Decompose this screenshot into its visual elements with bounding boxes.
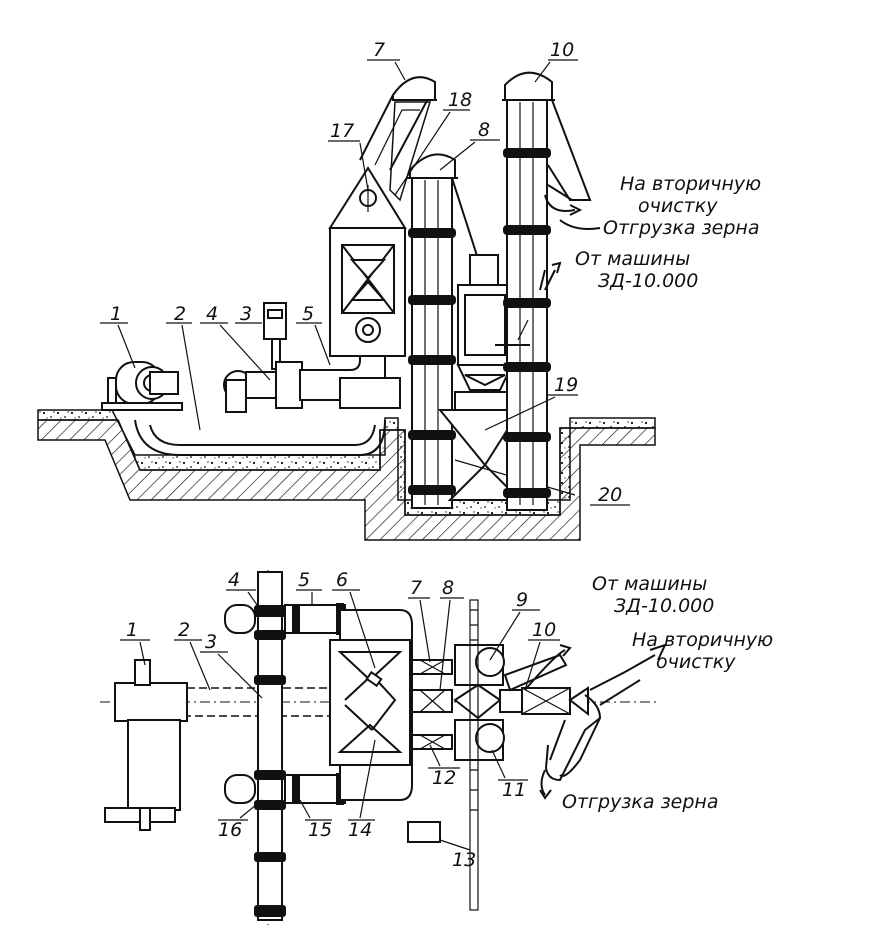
plan-caption-to-secondary: На вторичную [632, 629, 773, 651]
plan-caption-cleaning: очистку [656, 651, 736, 673]
plan-callout-1: 1 [126, 619, 138, 641]
plan-callout-9: 9 [516, 589, 528, 611]
elevator-8 [406, 153, 498, 509]
plan-callout-13: 13 [452, 849, 476, 871]
plan-caption-from-machine: От машины [592, 573, 707, 595]
foundation [37, 409, 656, 541]
plan-pipes-out [524, 643, 667, 800]
plan-distributor [411, 599, 589, 911]
electric-motor [101, 361, 183, 411]
pipe-elbow [299, 354, 401, 409]
callout-19: 19 [554, 374, 578, 396]
callout-1: 1 [110, 303, 122, 325]
callout-18: 18 [448, 89, 472, 111]
plan-callout-4: 4 [228, 569, 240, 591]
callout-4: 4 [206, 303, 218, 325]
plan-callout-16: 16 [218, 819, 242, 841]
plan-callout-11: 11 [502, 779, 526, 801]
callout-8: 8 [478, 119, 490, 141]
plan-callout-2: 2 [178, 619, 190, 641]
caption-cleaning: очистку [638, 195, 718, 217]
plan-leaders [120, 589, 560, 851]
plan-callout-15: 15 [308, 819, 332, 841]
plan-caption-machine-model: ЗД-10.000 [614, 595, 714, 617]
flow-arrows-side [544, 194, 601, 291]
callout-7: 7 [373, 39, 385, 61]
plan-pumps [224, 603, 346, 805]
callout-5: 5 [302, 303, 314, 325]
pump-unit [223, 302, 303, 413]
underground-pipe [134, 419, 386, 456]
plan-callout-12: 12 [432, 767, 456, 789]
aspirator-tower [328, 166, 407, 357]
plan-callout-14: 14 [348, 819, 372, 841]
callout-20: 20 [598, 484, 622, 506]
plan-callout-6: 6 [336, 569, 348, 591]
callout-3: 3 [240, 303, 252, 325]
caption-to-secondary-cleaning: На вторичную [620, 173, 761, 195]
plan-callout-8: 8 [442, 577, 454, 599]
plan-box-13 [407, 821, 441, 843]
plan-callout-5: 5 [298, 569, 310, 591]
callout-17: 17 [330, 120, 354, 142]
plan-caption-grain-shipment: Отгрузка зерна [562, 791, 719, 813]
caption-from-machine: От машины [575, 248, 690, 270]
caption-machine-model: ЗД-10.000 [598, 270, 698, 292]
plan-view: 4 5 6 7 8 9 1 2 3 10 12 11 16 15 14 13 О… [100, 569, 773, 925]
plan-callout-3: 3 [205, 631, 217, 653]
side-view: 1 2 4 3 5 17 7 18 8 10 19 20 На вторичну… [37, 39, 761, 541]
caption-grain-shipment: Отгрузка зерна [603, 217, 760, 239]
plan-callout-10: 10 [532, 619, 556, 641]
elevator-10 [495, 71, 592, 511]
plan-aspirator [329, 609, 413, 801]
callout-10: 10 [550, 39, 574, 61]
plan-callout-7: 7 [410, 577, 422, 599]
plan-motor [104, 659, 188, 831]
side-leaders [100, 59, 630, 506]
elevator-7 [359, 76, 437, 202]
plan-conveyor [254, 571, 286, 921]
callout-2: 2 [174, 303, 186, 325]
